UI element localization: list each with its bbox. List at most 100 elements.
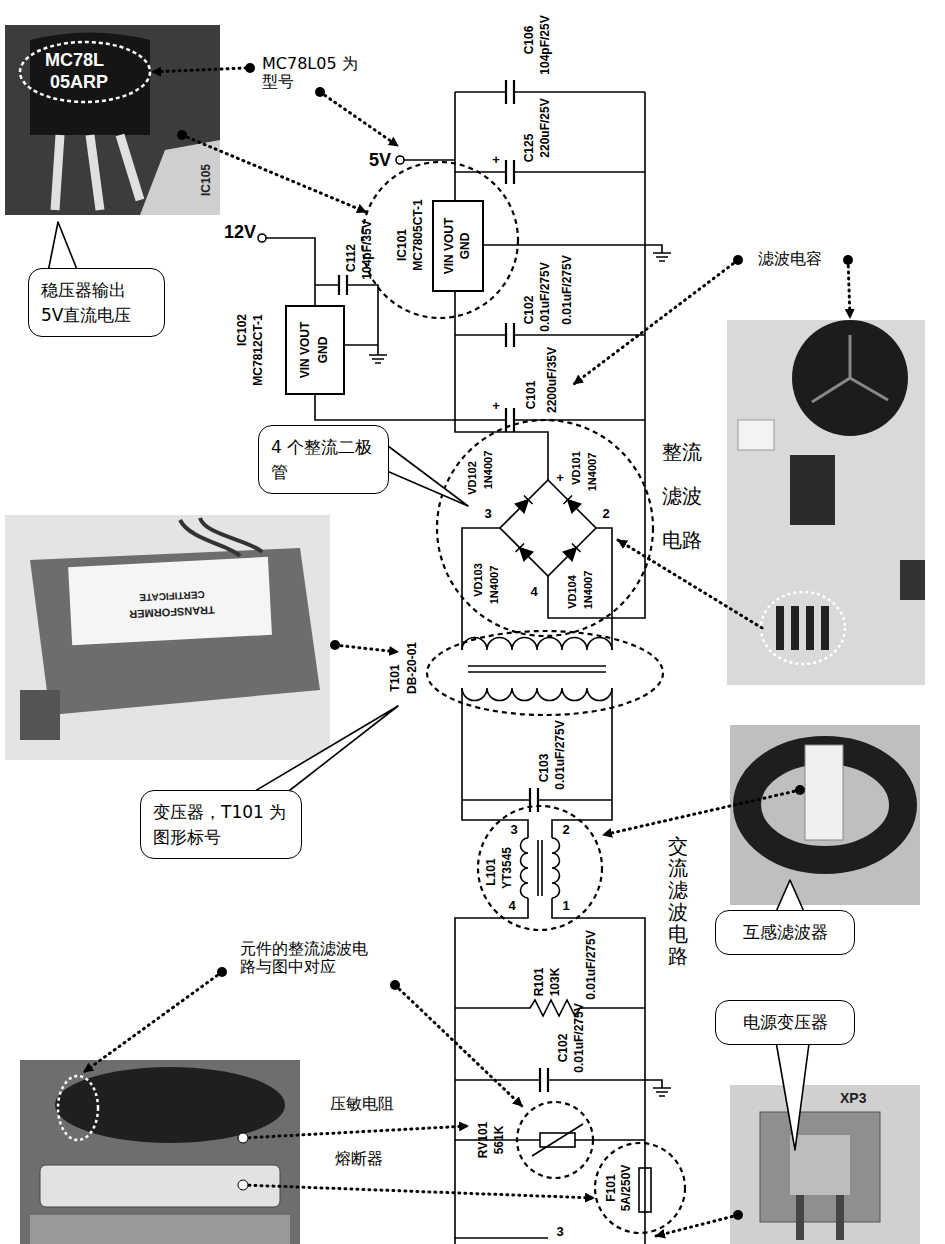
part-label: 2200uF/35V bbox=[546, 347, 560, 413]
part-label: VD103 bbox=[472, 563, 485, 597]
fuse-symbol bbox=[639, 1168, 651, 1212]
circuit-wire bbox=[462, 688, 612, 800]
terminal bbox=[396, 156, 404, 164]
pin-number: 2 bbox=[602, 507, 609, 522]
leader-line bbox=[335, 645, 398, 652]
part-label: 0.01uF/275V bbox=[554, 720, 568, 789]
diode-symbol bbox=[572, 544, 580, 552]
part-label: C106 bbox=[523, 26, 537, 55]
photo-filter-capacitor bbox=[806, 606, 814, 650]
highlight-ring bbox=[478, 806, 602, 930]
photo-transformer bbox=[5, 515, 330, 760]
photo-filter-capacitor bbox=[812, 335, 888, 402]
highlight-ring bbox=[427, 631, 663, 715]
leader-dot bbox=[238, 1180, 248, 1190]
part-label: 1N4007 bbox=[482, 451, 495, 490]
circuit-wire bbox=[548, 92, 645, 618]
ground-symbol bbox=[369, 245, 671, 1096]
ground-symbol bbox=[645, 245, 671, 261]
capacitor-symbol bbox=[506, 408, 514, 432]
leader-dot bbox=[177, 130, 187, 140]
leader-dot bbox=[315, 87, 325, 97]
pin-number: 1 bbox=[562, 899, 569, 914]
part-label: 104pF/35V bbox=[361, 220, 375, 279]
part-label: MC7812CT-1 bbox=[252, 314, 266, 385]
polarity-mark: + bbox=[492, 399, 500, 414]
transformer-coil bbox=[462, 638, 612, 651]
part-label: VD101 bbox=[570, 451, 583, 485]
leader-dot bbox=[238, 1133, 248, 1143]
part-label: 0.01uF/275V bbox=[573, 1003, 587, 1072]
section-title: 整流滤波电路 bbox=[662, 430, 704, 562]
photo-fuse-board bbox=[20, 1060, 300, 1244]
photo-fuse-board bbox=[58, 1076, 98, 1140]
part-label: 104pF/25V bbox=[539, 15, 553, 74]
leader-line bbox=[243, 1185, 594, 1198]
photo-filter-capacitor bbox=[738, 420, 774, 450]
part-label: 103K bbox=[549, 968, 563, 997]
diode-symbol bbox=[564, 544, 581, 561]
photo-filter-capacitor bbox=[727, 320, 925, 685]
photo-connector bbox=[730, 1085, 920, 1244]
capacitor-symbol bbox=[339, 275, 347, 295]
pin-name: GND bbox=[459, 233, 473, 260]
photo-regulator bbox=[140, 140, 220, 215]
circuit-wire bbox=[455, 171, 645, 173]
diode-symbol bbox=[516, 544, 533, 561]
photo-fuse-board bbox=[40, 1165, 280, 1207]
part-label: 1N4007 bbox=[488, 566, 501, 605]
leader-line bbox=[395, 985, 522, 1106]
pin-number: 3 bbox=[510, 823, 517, 838]
leader-dot bbox=[733, 1210, 743, 1220]
part-label: C125 bbox=[523, 134, 537, 163]
terminal bbox=[258, 234, 266, 242]
callout-tail bbox=[48, 222, 78, 272]
voltage-label: 5V bbox=[369, 150, 391, 171]
photo-transformer bbox=[180, 518, 262, 556]
ground-symbol bbox=[645, 1080, 671, 1096]
part-label: RV101 bbox=[477, 1122, 491, 1158]
callout-text: 4 个整流二极管 bbox=[271, 435, 376, 484]
leader-dot bbox=[245, 63, 255, 73]
photo-regulator bbox=[5, 25, 220, 215]
part-label: DB-20-01 bbox=[406, 642, 420, 694]
photo-connector bbox=[730, 1085, 920, 1244]
circuit-wire bbox=[455, 334, 645, 336]
circuit-wire bbox=[455, 898, 645, 1244]
photo-transformer bbox=[5, 515, 330, 760]
leader-line bbox=[152, 68, 246, 72]
photo-fuse-board bbox=[30, 1215, 290, 1244]
part-label: IC102 bbox=[236, 314, 250, 346]
leader-line bbox=[243, 1126, 468, 1138]
capacitor-symbol bbox=[506, 323, 514, 347]
leader-line bbox=[618, 540, 762, 628]
callout-text: 稳压器输出 5V直流电压 bbox=[41, 278, 152, 327]
highlight-ring bbox=[362, 162, 518, 318]
photo-filter-capacitor bbox=[792, 320, 908, 436]
part-label: 1N4007 bbox=[582, 571, 595, 610]
capacitor-symbol bbox=[506, 80, 514, 104]
photo-filter-capacitor bbox=[776, 606, 784, 650]
pin-number: 4 bbox=[530, 585, 537, 600]
transformer-coil bbox=[462, 638, 612, 701]
leader-line bbox=[574, 260, 738, 384]
diode-symbol bbox=[516, 496, 533, 513]
photo-transformer bbox=[68, 557, 272, 645]
pin-name: VIN VOUT bbox=[443, 218, 457, 275]
voltage-label: 12V bbox=[224, 222, 256, 243]
callout-text: 滤波电容 bbox=[758, 250, 822, 268]
circuit-wire bbox=[455, 91, 645, 93]
leader-line bbox=[84, 972, 222, 1072]
leader-line bbox=[84, 68, 850, 1236]
part-label: MC7805CT-1 bbox=[412, 199, 426, 270]
part-label: 1N4007 bbox=[586, 453, 599, 492]
capacitor-symbol bbox=[339, 80, 548, 1092]
pin-number: 4 bbox=[508, 899, 515, 914]
transformer-coil bbox=[468, 666, 606, 672]
callout-tail bbox=[48, 222, 810, 1150]
highlight-ring bbox=[437, 420, 653, 636]
photo-connector bbox=[790, 1135, 850, 1195]
leader-dot bbox=[177, 63, 853, 1220]
part-label: 0.01uF/275V bbox=[561, 255, 575, 324]
